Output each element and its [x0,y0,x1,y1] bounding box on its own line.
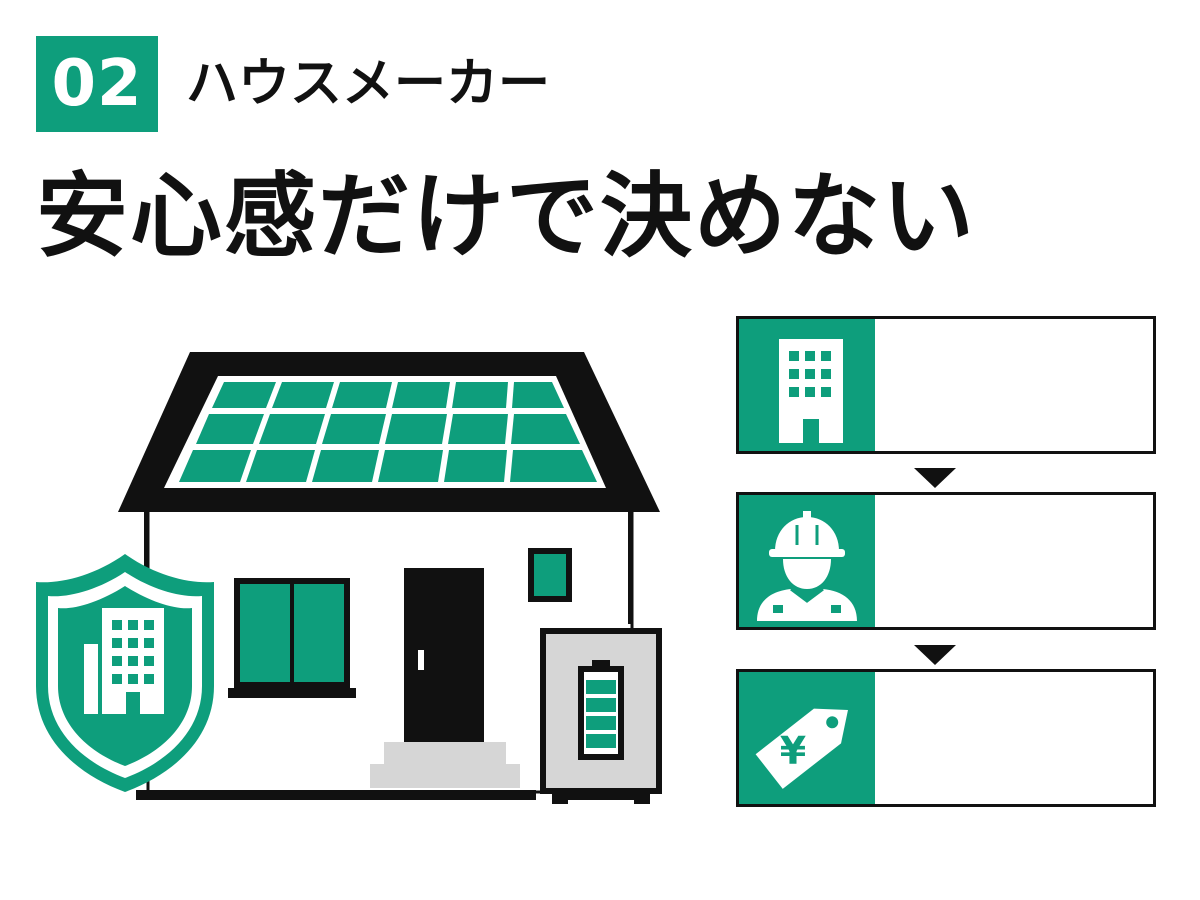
home-battery-icon [540,628,662,804]
step-arrow-down-icon [914,468,956,488]
house-with-solar-panels-illustration [36,352,662,804]
step-arrow-down-icon [914,645,956,665]
step-icon-cell [739,495,875,627]
shield-building-icon [36,554,214,792]
step-card-price: ¥ [736,669,1156,807]
section-number: 02 [51,47,143,121]
step-card-company [736,316,1156,454]
svg-text:¥: ¥ [780,729,806,773]
house-door [404,568,484,742]
building-icon [779,339,843,443]
step-icon-cell: ¥ [739,672,875,804]
house-window [228,578,356,698]
section-number-badge: 02 [36,36,158,132]
step-text [875,495,1153,627]
yen-price-tag-icon: ¥ [755,708,848,789]
step-card-construction [736,492,1156,630]
page-headline: 安心感だけで決めない [36,163,977,270]
solar-cells [179,382,597,482]
step-icon-cell [739,319,875,451]
construction-worker-icon [757,511,857,621]
section-subtitle: ハウスメーカー [186,54,551,114]
step-text [875,672,1153,804]
step-text [875,319,1153,451]
